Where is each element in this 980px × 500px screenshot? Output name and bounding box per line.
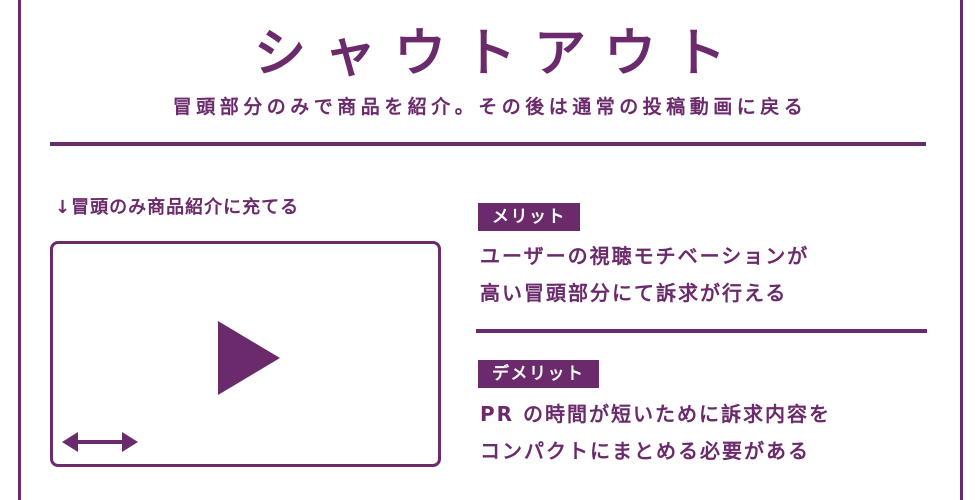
section-divider xyxy=(476,329,927,333)
merit-line: 高い冒頭部分にて訴求が行える xyxy=(480,281,788,305)
double-headed-arrow-icon xyxy=(62,428,138,456)
demerit-line: コンパクトにまとめる必要がある xyxy=(480,439,810,463)
video-caption: ↓冒頭のみ商品紹介に充てる xyxy=(55,197,300,218)
video-frame xyxy=(50,241,441,467)
merit-description: ユーザーの視聴モチベーションが 高い冒頭部分にて訴求が行える xyxy=(480,238,809,312)
header-divider xyxy=(50,142,926,146)
page-subtitle: 冒頭部分のみで商品を紹介。その後は通常の投稿動画に戻る xyxy=(172,96,808,118)
frame-border-left xyxy=(18,0,21,500)
demerit-badge: デメリット xyxy=(478,360,599,388)
play-triangle-icon xyxy=(218,321,280,395)
merit-line: ユーザーの視聴モチベーションが xyxy=(480,244,810,268)
merit-badge: メリット xyxy=(478,203,580,231)
frame-border-right xyxy=(960,0,963,500)
page-title: シャウトアウト xyxy=(253,24,744,84)
demerit-description: PR の時間が短いために訴求内容を コンパクトにまとめる必要がある xyxy=(480,396,831,470)
demerit-line: PR の時間が短いために訴求内容を xyxy=(480,402,832,426)
